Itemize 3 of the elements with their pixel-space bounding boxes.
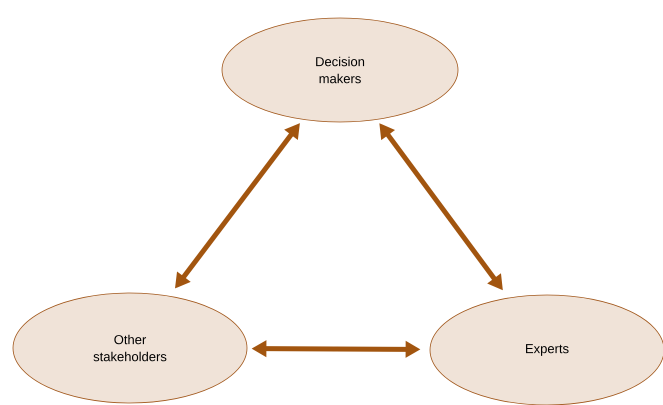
ellipse-node: Decision makers	[222, 18, 458, 122]
ellipse-node: Other stakeholders	[12, 292, 248, 404]
ellipse-node: Experts	[430, 294, 663, 405]
